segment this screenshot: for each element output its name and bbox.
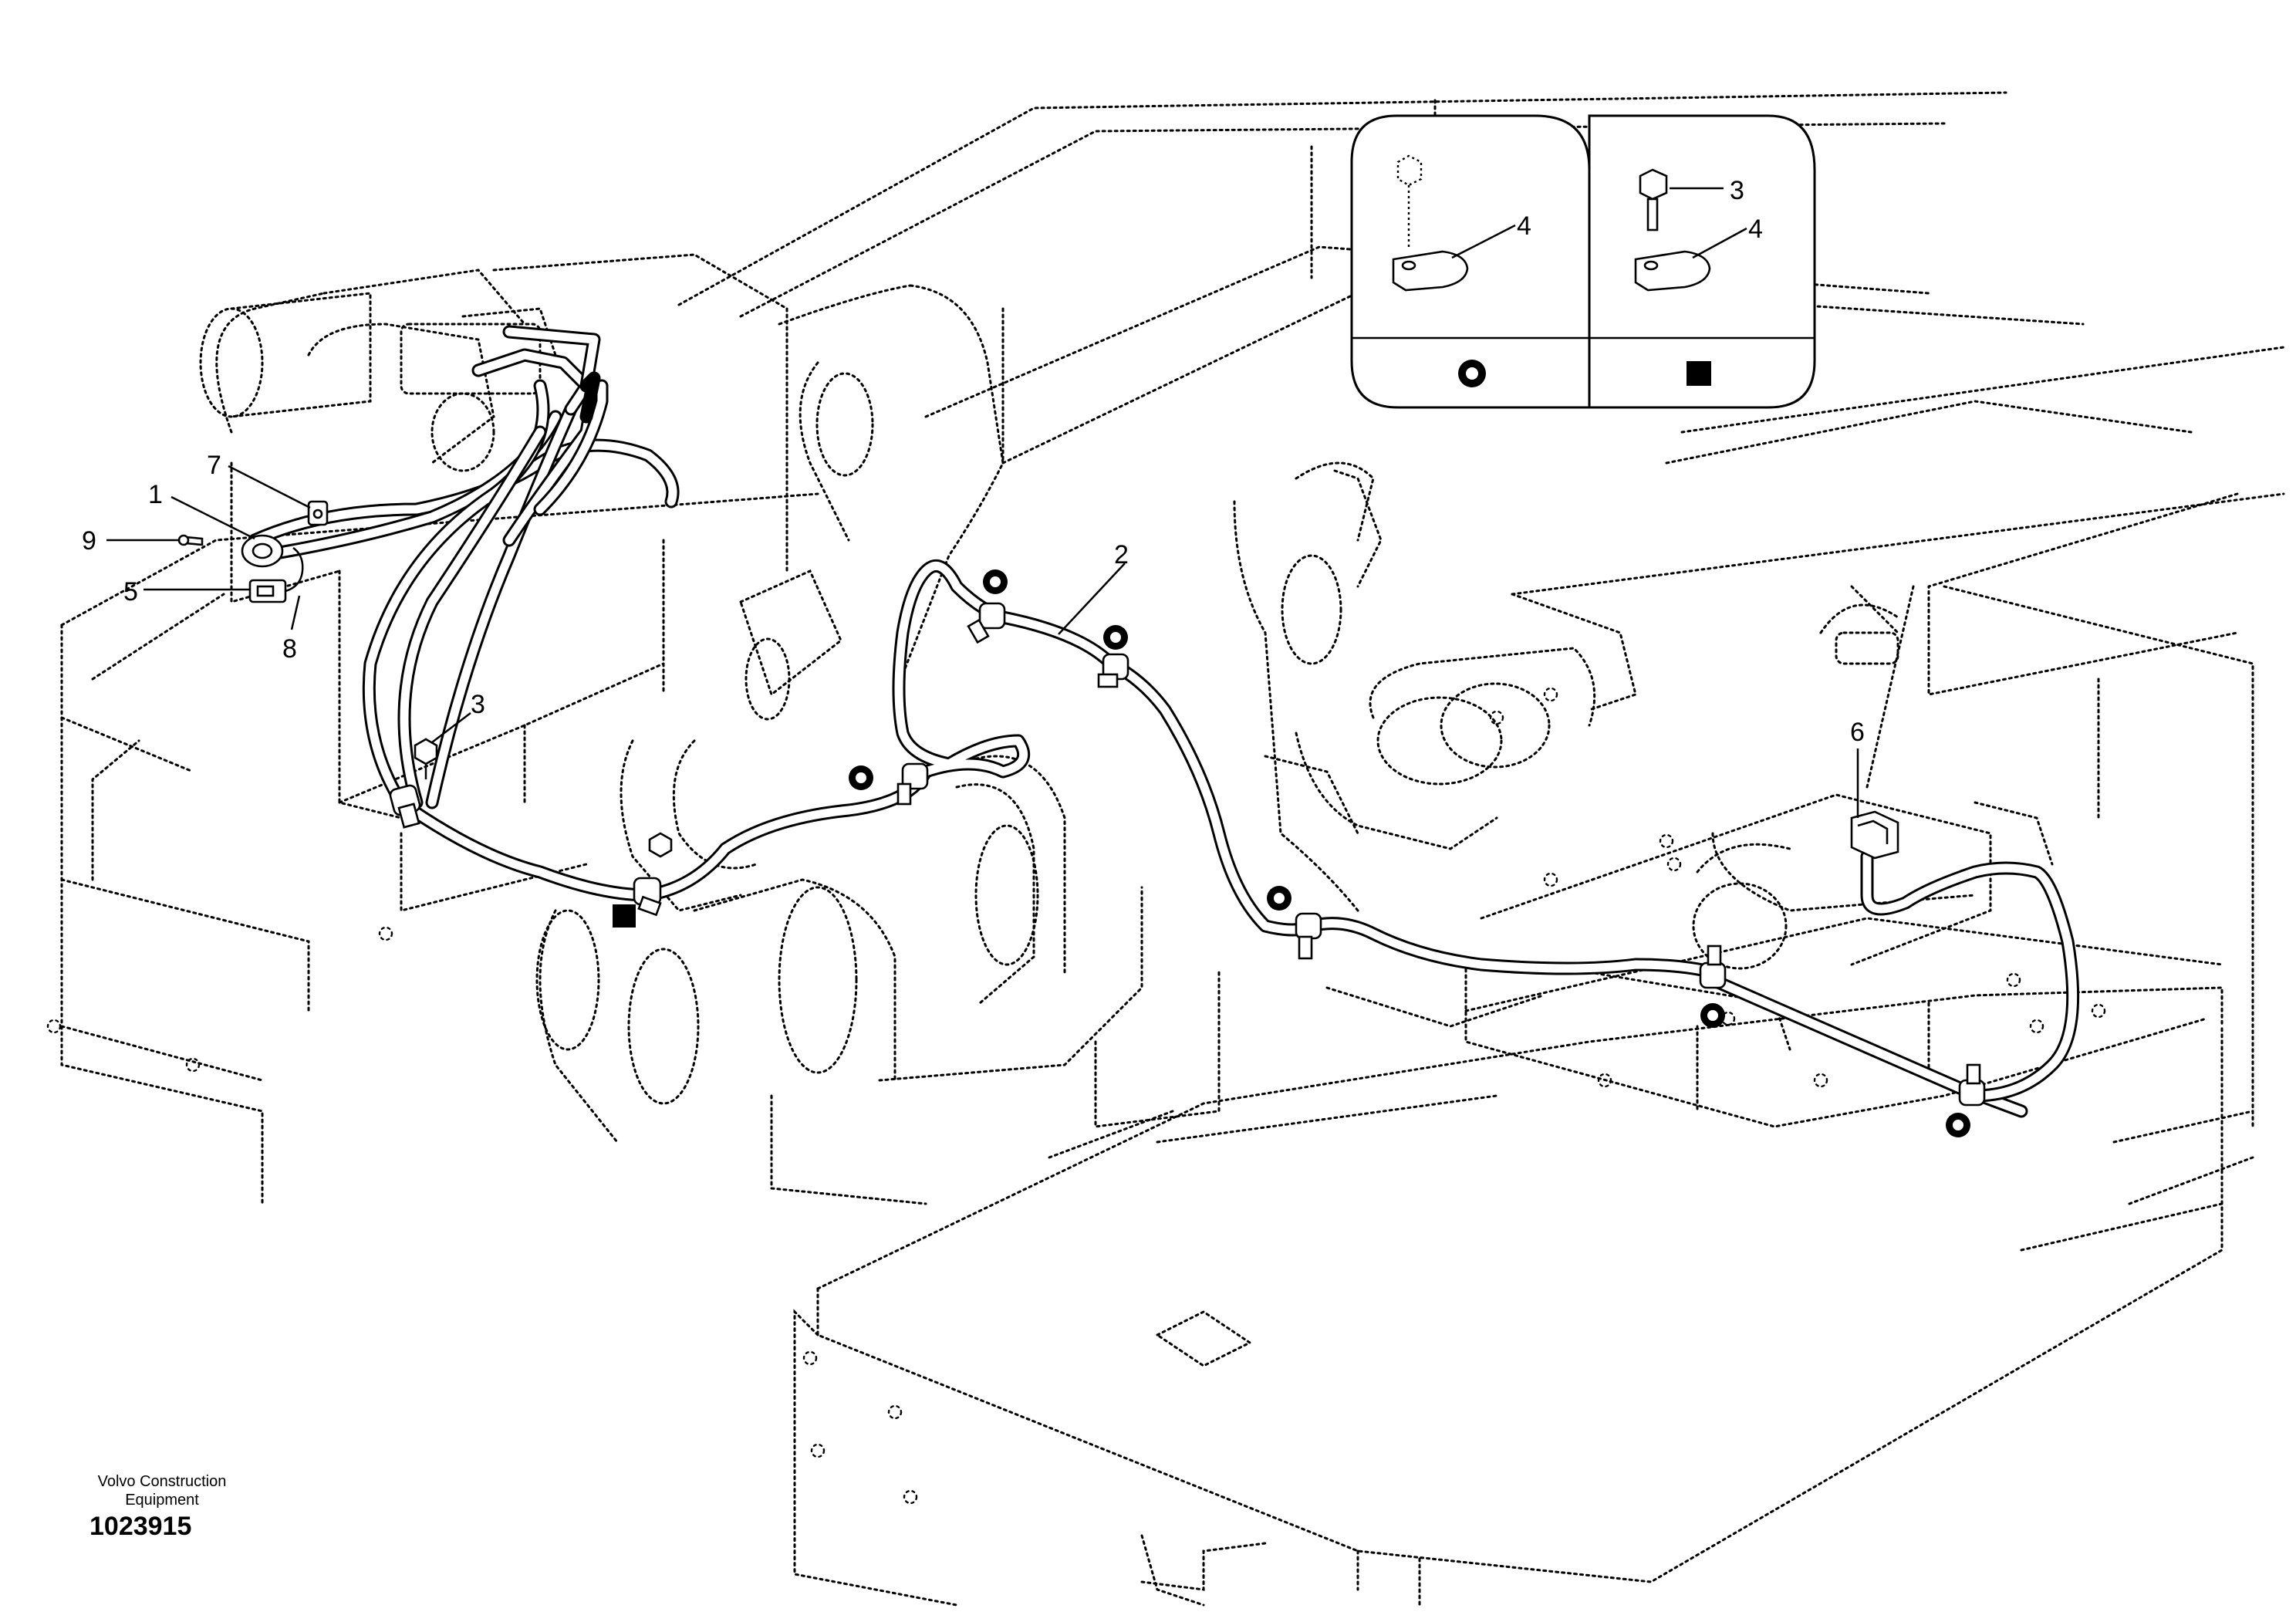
title-block: Volvo Construction Equipment 1023915 [62,1472,262,1543]
part-5-connector [248,579,287,603]
clamp-right-2 [1958,1063,1986,1107]
bolt-3-main [414,738,438,779]
valve-block-outline [199,292,557,472]
marker-circle-4 [1267,886,1292,911]
machine-frame-outline [46,91,2285,1607]
part-8-cable [285,546,304,593]
connector-parts-left [177,500,329,603]
callout-leaders [106,465,1859,818]
inset-right-clamp [1634,250,1711,292]
inset-left-clamp [1392,250,1469,292]
inset-legend-right: 3 4 [1588,114,1816,409]
callout-3-inset: 3 [1730,176,1744,205]
part-1-grommet [241,534,284,568]
part-6-connector [1850,810,1899,860]
clamp-mid-right [1295,912,1322,960]
callout-5: 5 [123,577,138,607]
clamp-left-upper [389,784,421,829]
callout-7: 7 [207,451,221,480]
clamp-right-1 [1699,944,1727,989]
callout-2: 2 [1114,540,1129,569]
callout-labels: 1 2 3 5 6 7 8 9 [82,451,1865,747]
inset-left-bolt-dashed [1396,154,1423,247]
callout-9: 9 [82,526,96,556]
hose-clamps [389,602,1986,1107]
hose-harness [248,325,2080,1118]
clamp-mid-low [633,877,662,917]
marker-circles [849,569,1970,1137]
callout-4-left: 4 [1517,211,1531,241]
legend-square-symbol [1687,361,1711,386]
callout-6: 6 [1850,718,1865,747]
legend-circle-symbol [1458,360,1486,387]
marker-circle-1 [983,569,1008,594]
marker-circle-2 [1103,625,1128,650]
marker-circle-5 [1700,1003,1725,1028]
inset-right-bolt [1639,168,1668,231]
drawing-number: 1023915 [89,1512,192,1541]
callout-3-main: 3 [471,690,485,719]
marker-circle-3 [849,765,873,790]
manufacturer-label: Volvo Construction Equipment [97,1473,227,1509]
clamp-top-1 [967,602,1006,644]
clamp-loop [896,762,929,806]
part-7-bracket [307,500,329,526]
part-9-screw [177,534,204,546]
bolt-near-square-marker [648,832,673,858]
clamp-top-2 [1097,653,1129,688]
callout-8: 8 [282,634,297,664]
inset-legend-left: 4 [1350,114,1591,409]
callout-4-right: 4 [1748,215,1763,244]
marker-circle-6 [1946,1113,1970,1137]
callout-1: 1 [148,480,163,509]
marker-square-1 [613,904,636,928]
